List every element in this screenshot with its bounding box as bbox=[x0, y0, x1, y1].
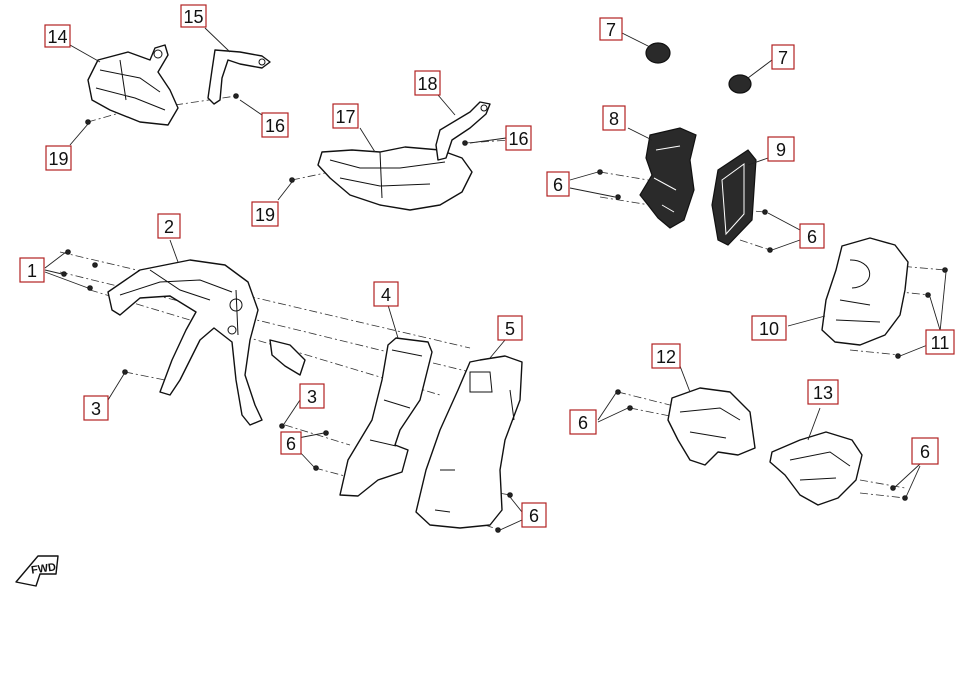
part-14-left-hand-guard bbox=[87, 44, 179, 126]
callout-6-label: 6 bbox=[529, 506, 539, 526]
callout-1-label: 1 bbox=[27, 261, 37, 281]
callout-6-label: 6 bbox=[553, 175, 563, 195]
callout-2-label: 2 bbox=[164, 217, 174, 237]
callout-6: 6 bbox=[799, 223, 825, 249]
callout-19-label: 19 bbox=[48, 149, 68, 169]
part-10-cover bbox=[821, 237, 909, 346]
callout-9: 9 bbox=[767, 136, 795, 162]
forward-direction-label: FWD bbox=[30, 561, 57, 576]
callout-16-label: 16 bbox=[265, 116, 285, 136]
callout-13: 13 bbox=[807, 379, 839, 405]
callout-16: 16 bbox=[261, 112, 289, 138]
callout-18-label: 18 bbox=[417, 74, 437, 94]
callout-6: 6 bbox=[521, 502, 547, 528]
callout-7-label: 7 bbox=[778, 48, 788, 68]
callout-3: 3 bbox=[83, 395, 109, 421]
part-7-grommets bbox=[645, 42, 752, 94]
callout-18: 18 bbox=[414, 70, 441, 96]
callout-3-label: 3 bbox=[307, 387, 317, 407]
callout-6: 6 bbox=[569, 409, 597, 435]
callout-17: 17 bbox=[332, 103, 359, 129]
part-18-guard-bracket bbox=[435, 101, 491, 161]
part-5-fork-cover bbox=[415, 355, 523, 529]
callout-5: 5 bbox=[497, 315, 523, 341]
callout-9-label: 9 bbox=[776, 140, 786, 160]
callout-15-label: 15 bbox=[183, 7, 203, 27]
callout-7: 7 bbox=[599, 17, 623, 41]
part-12-cover bbox=[667, 387, 756, 466]
callout-1: 1 bbox=[19, 257, 45, 283]
part-4-fork-cover bbox=[339, 337, 433, 497]
callout-10-label: 10 bbox=[759, 319, 779, 339]
callout-10: 10 bbox=[751, 315, 787, 341]
callout-5-label: 5 bbox=[505, 319, 515, 339]
callout-8: 8 bbox=[602, 105, 626, 131]
callout-3-label: 3 bbox=[91, 399, 101, 419]
callout-15: 15 bbox=[180, 4, 207, 28]
callout-8-label: 8 bbox=[609, 109, 619, 129]
callout-11: 11 bbox=[925, 329, 955, 355]
callout-3: 3 bbox=[299, 383, 325, 409]
callout-17-label: 17 bbox=[335, 107, 355, 127]
callout-14-label: 14 bbox=[47, 27, 67, 47]
callout-6-label: 6 bbox=[578, 413, 588, 433]
part-15-guard-bracket bbox=[207, 49, 271, 105]
callout-11-label: 11 bbox=[931, 333, 950, 353]
callout-6: 6 bbox=[280, 431, 302, 455]
forward-direction-marker: FWD bbox=[15, 555, 59, 587]
callout-6: 6 bbox=[911, 437, 939, 465]
callout-7-label: 7 bbox=[606, 20, 616, 40]
callout-4: 4 bbox=[373, 281, 399, 307]
callout-12: 12 bbox=[651, 343, 681, 369]
part-13-cover bbox=[769, 431, 863, 506]
callout-6: 6 bbox=[546, 171, 570, 197]
part-8-panel bbox=[639, 127, 697, 229]
callout-19: 19 bbox=[45, 145, 72, 171]
callout-4-label: 4 bbox=[381, 285, 391, 305]
callout-13-label: 13 bbox=[813, 383, 833, 403]
callout-16: 16 bbox=[505, 125, 532, 151]
callout-14: 14 bbox=[44, 24, 71, 48]
part-17-right-hand-guard bbox=[317, 146, 473, 211]
callout-7: 7 bbox=[771, 44, 795, 70]
part-9-panel bbox=[711, 149, 757, 246]
callout-6-label: 6 bbox=[807, 227, 817, 247]
callout-16-label: 16 bbox=[508, 129, 528, 149]
callout-6-label: 6 bbox=[286, 434, 296, 454]
callout-6-label: 6 bbox=[920, 442, 930, 462]
part-2-front-fender bbox=[107, 259, 306, 426]
callout-2: 2 bbox=[157, 213, 181, 239]
callout-12-label: 12 bbox=[656, 347, 676, 367]
callout-19-label: 19 bbox=[255, 205, 275, 225]
callout-19: 19 bbox=[251, 201, 279, 227]
